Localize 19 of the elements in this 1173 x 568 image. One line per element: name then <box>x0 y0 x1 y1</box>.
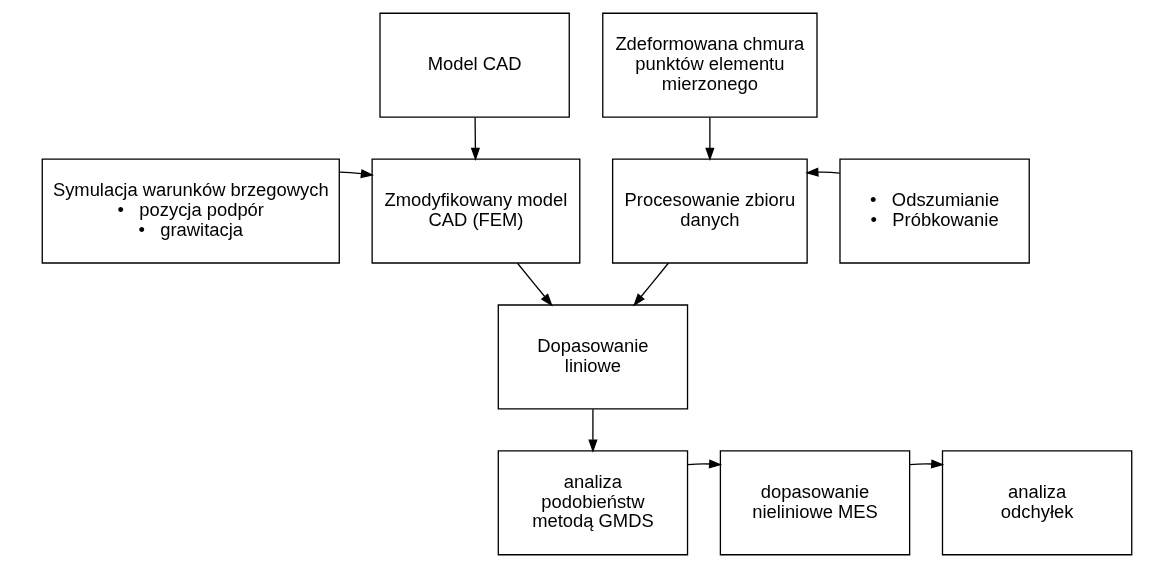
node-box: Zdeformowana chmura punktów elementu mierzonego <box>601 12 818 118</box>
arrow <box>704 116 714 161</box>
arrow <box>516 262 553 307</box>
arrow <box>338 169 374 179</box>
node-box: Symulacja warunków brzegowych • pozycja podpór • grawitacja <box>41 158 340 264</box>
arrow <box>587 408 597 453</box>
node-box: Dopasowanie liniowe <box>497 304 688 410</box>
node-box: Procesowanie zbioru danych <box>611 158 808 264</box>
node-box: • Odszumianie • Próbkowanie <box>838 158 1030 264</box>
arrow <box>686 459 722 469</box>
arrow <box>632 262 669 307</box>
node-box: Zmodyfikowany model CAD (FEM) <box>370 158 580 264</box>
arrow <box>470 116 480 161</box>
node-box: Model CAD <box>378 12 570 118</box>
arrow <box>908 459 944 469</box>
arrow <box>804 167 840 177</box>
node-box: analiza odchyłek <box>941 450 1132 556</box>
node-box: analiza podobieństw metodą GMDS <box>497 450 688 556</box>
node-box: dopasowanie nieliniowe MES <box>719 450 910 556</box>
